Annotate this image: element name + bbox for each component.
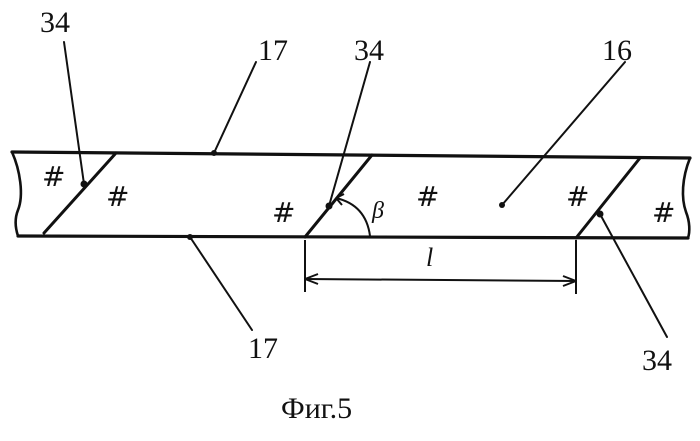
hatch-mark: # [652,196,675,229]
dim-line [305,279,576,281]
strip-right-break [683,158,690,238]
leader-34-right [600,214,667,337]
hatch-mark: # [566,180,589,213]
leader-17-bottom [190,237,252,330]
dimension-l-label: l [426,243,433,272]
hatch-mark: # [42,160,65,193]
figure-caption: Фиг.5 [281,392,352,425]
angle-beta-label: β [371,198,384,224]
label-17-bottom: 17 [248,332,278,365]
leader-34-left [64,42,84,184]
angle-marker [336,194,370,236]
dot-34-middle [326,203,333,210]
label-34-middle: 34 [354,34,384,67]
dimension-l [305,240,576,294]
dot-34-right [597,211,604,218]
label-17-top: 17 [258,34,288,67]
label-16: 16 [602,34,632,67]
strip-left-break [12,152,21,236]
dot-16 [499,202,505,208]
leader-16 [502,62,625,205]
strip-bottom-edge [18,236,688,238]
hatch-mark: # [272,196,295,229]
dot-17-top [211,150,217,156]
dot-17-bottom [187,234,193,240]
hatch-mark: # [416,180,439,213]
leader-17-top [214,62,256,153]
label-34-right: 34 [642,344,672,377]
dot-34-left [81,181,88,188]
label-34-left: 34 [40,6,70,39]
hatch-mark: # [106,180,129,213]
